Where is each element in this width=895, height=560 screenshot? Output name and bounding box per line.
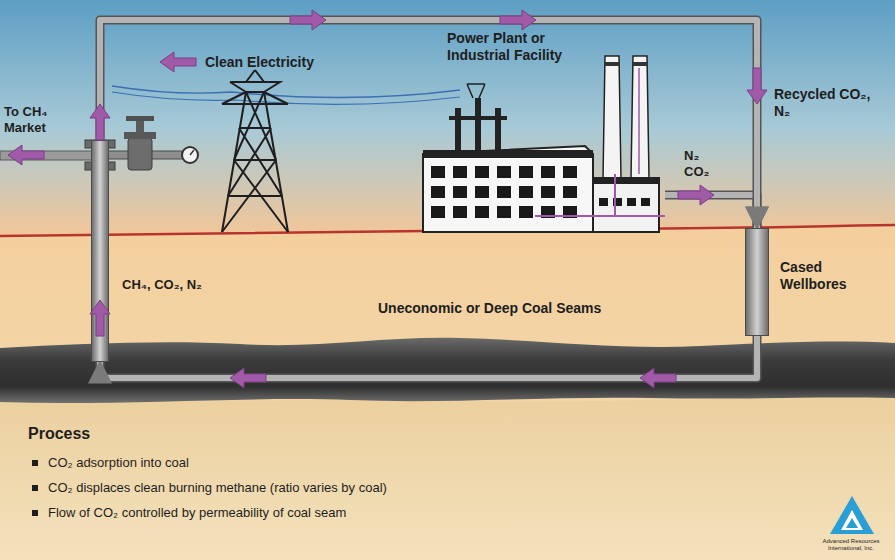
pipe-connector	[100, 336, 757, 378]
flue-gas-label: N₂ CO₂	[684, 148, 714, 179]
bullet	[32, 460, 38, 466]
company-logo	[830, 496, 874, 534]
coal-seam-label: Uneconomic or Deep Coal Seams	[378, 300, 601, 317]
flow-arrow	[8, 145, 44, 165]
flow-arrow	[160, 52, 196, 72]
sky	[0, 0, 895, 235]
market-pipe	[0, 151, 92, 160]
pipe-body	[665, 195, 757, 228]
logo-text: Advanced Resources International, Inc.	[808, 538, 894, 552]
wellbore-label: Cased Wellbores	[780, 259, 870, 293]
ground	[0, 225, 895, 560]
flow-arrow	[678, 185, 714, 205]
flow-arrow	[90, 104, 110, 140]
flow-arrow	[500, 10, 536, 30]
process-step: CO₂ displaces clean burning methane (rat…	[48, 480, 387, 496]
process-step: Flow of CO₂ controlled by permeability o…	[48, 505, 346, 521]
gas-mix-label: CH₄, CO₂, N₂	[122, 277, 232, 293]
power-plant: Power Plant or Industrial Facility	[415, 28, 665, 233]
plant-title: Power Plant or Industrial Facility	[447, 30, 597, 64]
flow-arrow	[90, 300, 110, 336]
bullet	[32, 485, 38, 491]
process-heading: Process	[28, 424, 90, 443]
recycle-label: Recycled CO₂, N₂	[774, 86, 874, 120]
flow-arrow	[290, 10, 326, 30]
market-label: To CH₄ Market	[4, 104, 68, 135]
flow-arrow	[230, 368, 266, 388]
flow-arrow	[747, 68, 767, 104]
lower-ground	[0, 398, 895, 560]
process-step: CO₂ adsorption into coal	[48, 455, 189, 471]
transmission-tower	[222, 70, 288, 232]
flow-arrow	[640, 368, 676, 388]
pipe-body	[100, 336, 757, 378]
pipe-outline	[100, 336, 757, 378]
production-wellbore: CH₄, CO₂, N₂	[91, 140, 109, 362]
pipe-connector	[665, 195, 757, 228]
power-line	[112, 86, 460, 98]
bullet	[32, 510, 38, 516]
cased-wellbore: Cased Wellbores	[745, 228, 769, 336]
electricity-label: Clean Electricity	[205, 54, 314, 71]
pipe-outline	[665, 195, 757, 228]
